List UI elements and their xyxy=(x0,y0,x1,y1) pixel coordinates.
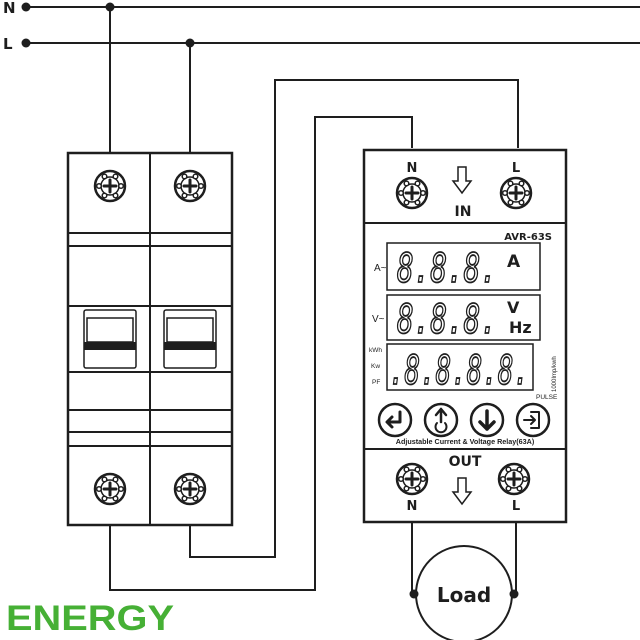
enter-button[interactable] xyxy=(377,402,413,438)
brand-logo: ENERGY xyxy=(6,599,174,638)
breaker-handle[interactable] xyxy=(163,309,217,369)
load-label: Load xyxy=(437,583,491,607)
breaker-to-relay-wires xyxy=(109,79,519,591)
exit-button[interactable] xyxy=(515,402,551,438)
enter-icon xyxy=(385,410,402,429)
energy-display xyxy=(386,343,534,391)
terminal-screw-icon xyxy=(93,169,127,203)
terminal-screw-icon xyxy=(93,472,127,506)
current-digits: 8.8.8. xyxy=(397,246,497,292)
current-display xyxy=(386,242,541,291)
voltage-display xyxy=(386,294,541,341)
handle-lever xyxy=(166,317,214,343)
voltage-current-relay: N L IN AVR-63S A~ 8.8.8. A V~ 8.8.8. V H… xyxy=(362,148,568,524)
button-ring xyxy=(377,402,413,438)
energy-digits: .8.8.8.8. xyxy=(389,348,529,394)
in-label: IN xyxy=(455,204,472,220)
voltage-unit: V xyxy=(507,298,520,317)
live-label: L xyxy=(3,35,13,53)
out-n-label: N xyxy=(407,499,418,514)
voltage-digits: 8.8.8. xyxy=(397,297,497,343)
input-arrow-icon xyxy=(451,166,473,195)
current-unit: A xyxy=(507,252,521,272)
live-terminal-dot xyxy=(21,38,31,48)
load-terminal-dot xyxy=(409,589,419,599)
load: Load xyxy=(409,522,519,640)
frequency-unit: Hz xyxy=(509,318,532,337)
neutral-terminal-dot xyxy=(21,2,31,12)
in-n-label: N xyxy=(407,161,418,176)
handle-bar xyxy=(84,342,136,350)
wire-neutral-to-relay xyxy=(109,116,413,591)
supply-lines: N L xyxy=(3,0,640,153)
current-prefix: A~ xyxy=(374,263,387,274)
impulse-rate-label: 1000Imp/kwh xyxy=(552,356,558,392)
terminal-screw-icon xyxy=(395,462,429,496)
wire-live-to-relay xyxy=(189,79,519,558)
breaker-handle[interactable] xyxy=(83,309,137,369)
energy-side-label: kWh xyxy=(369,347,382,354)
terminal-screw-icon xyxy=(395,176,429,210)
handle-lever xyxy=(86,317,134,343)
exit-icon xyxy=(523,411,540,429)
pulse-label: PULSE xyxy=(536,394,558,401)
out-l-label: L xyxy=(512,499,520,514)
output-arrow-icon xyxy=(451,477,473,506)
out-label: OUT xyxy=(449,454,482,470)
load-terminal-dot xyxy=(509,589,519,599)
up-power-button[interactable] xyxy=(423,402,459,438)
voltage-prefix: V~ xyxy=(372,314,385,325)
up-arrow-icon xyxy=(434,407,448,424)
down-button[interactable] xyxy=(469,402,505,438)
handle-bar xyxy=(164,342,216,350)
pf-side-label: PF xyxy=(372,379,380,386)
neutral-label: N xyxy=(3,0,16,17)
terminal-screw-icon xyxy=(499,176,533,210)
terminal-screw-icon xyxy=(497,462,531,496)
down-arrow-icon xyxy=(478,409,496,431)
power-side-label: Kw xyxy=(371,363,380,370)
in-l-label: L xyxy=(512,161,520,176)
terminal-screw-icon xyxy=(173,169,207,203)
relay-caption: Adjustable Current & Voltage Relay(63A) xyxy=(396,437,535,446)
power-icon xyxy=(434,422,448,434)
circuit-breaker xyxy=(66,151,234,527)
terminal-screw-icon xyxy=(173,472,207,506)
model-label: AVR-63S xyxy=(504,232,552,243)
